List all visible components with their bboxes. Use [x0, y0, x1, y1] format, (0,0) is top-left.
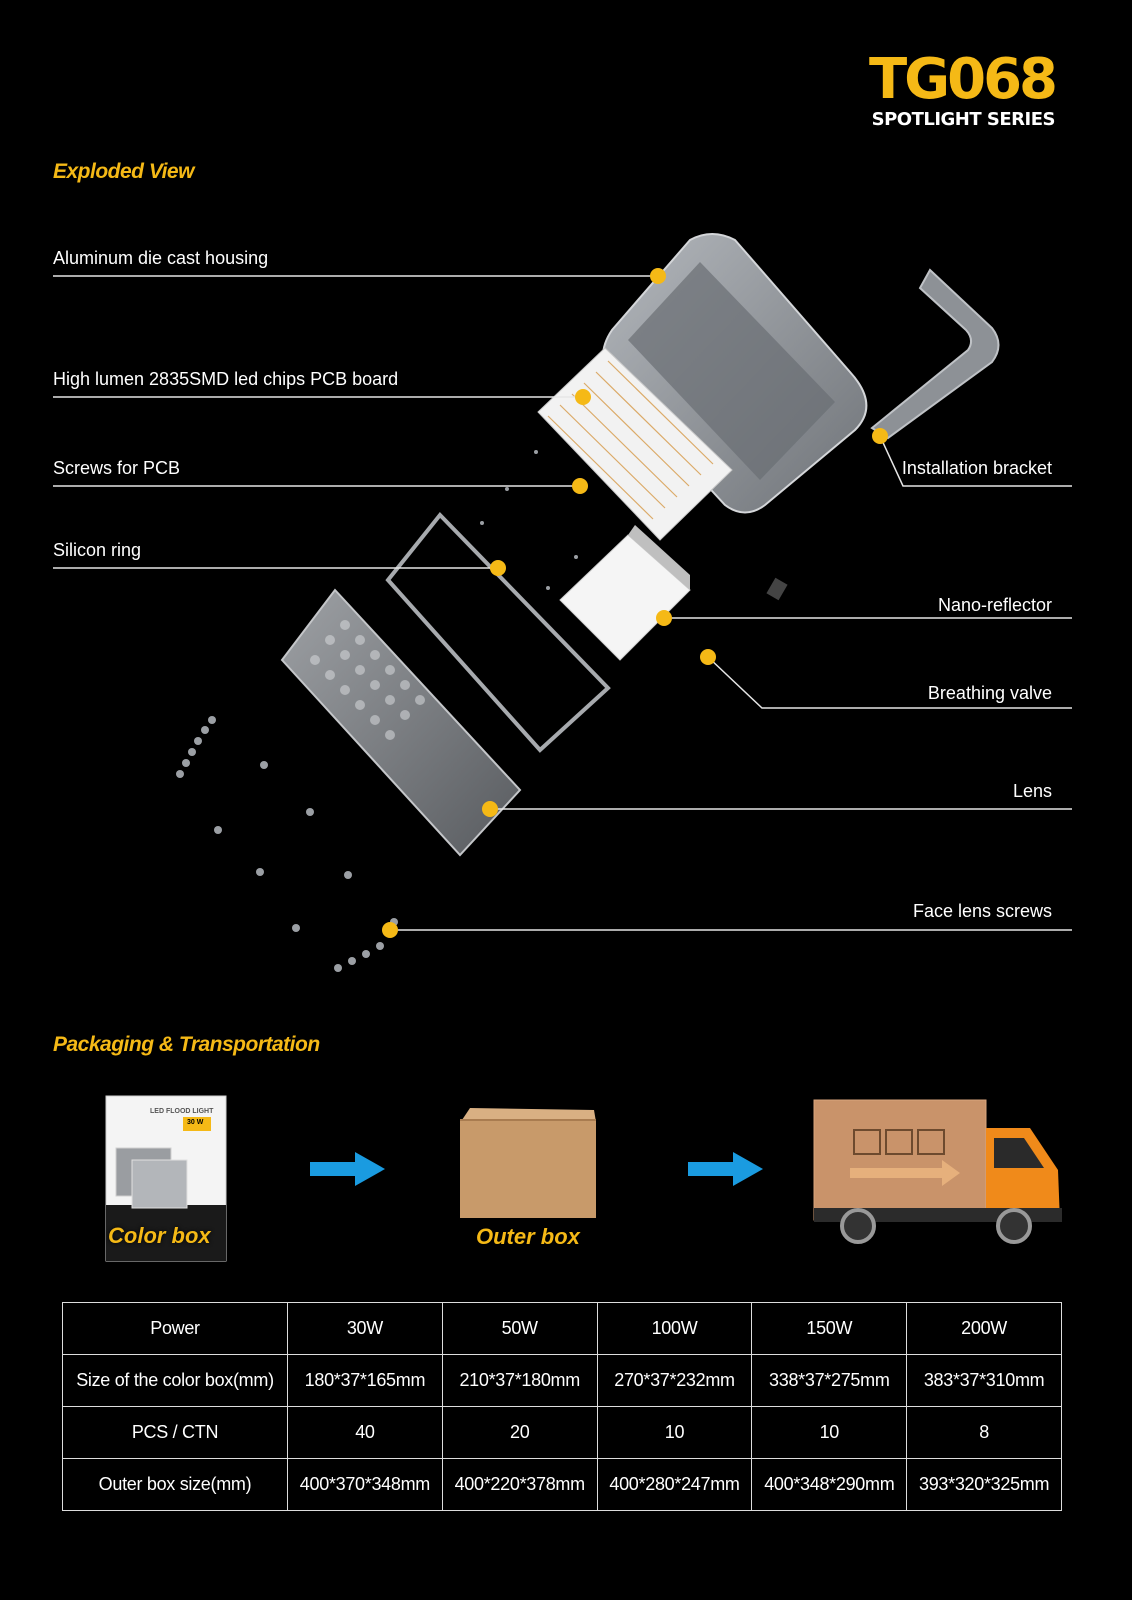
- table-cell: 400*370*348mm: [287, 1458, 443, 1511]
- table-row: PCS / CTN 40 20 10 10 8: [62, 1406, 1062, 1459]
- screws-part: [176, 450, 578, 972]
- truck-image: [813, 1099, 1062, 1244]
- label-face-lens-screws: Face lens screws: [912, 901, 1052, 921]
- table-cell: 400*348*290mm: [751, 1458, 908, 1511]
- table-cell: 30W: [287, 1302, 443, 1355]
- label-breathing-valve: Breathing valve: [927, 683, 1052, 703]
- table-cell: 393*320*325mm: [906, 1458, 1062, 1511]
- series-subtitle: SPOTLIGHT SERIES: [871, 109, 1056, 130]
- color-box-print-product: LED FLOOD LIGHT: [150, 1108, 214, 1115]
- table-cell: 10: [751, 1406, 908, 1459]
- exploded-view-illustration: [53, 233, 1072, 972]
- table-cell: 210*37*180mm: [441, 1354, 598, 1407]
- installation-bracket-part: [870, 268, 1000, 440]
- label-installation-bracket: Installation bracket: [901, 458, 1052, 478]
- table-row: Power 30W 50W 100W 150W 200W: [62, 1302, 1062, 1355]
- color-box-label: Color box: [108, 1223, 211, 1248]
- table-cell: 180*37*165mm: [287, 1354, 443, 1407]
- table-cell: 383*37*310mm: [906, 1354, 1062, 1407]
- model-title: TG068: [868, 47, 1058, 112]
- outer-box-image: [460, 1108, 596, 1218]
- table-cell: 400*280*247mm: [596, 1458, 753, 1511]
- packaging-title: Packaging & Transportation: [53, 1033, 320, 1056]
- silicon-ring-part: [385, 511, 611, 753]
- outer-box-label: Outer box: [476, 1224, 580, 1249]
- exploded-view-title: Exploded View: [53, 160, 194, 183]
- table-cell: 100W: [596, 1302, 753, 1355]
- label-nano-reflector: Nano-reflector: [937, 595, 1052, 615]
- callout-dots: [382, 268, 888, 938]
- nano-reflector-part: [559, 525, 691, 661]
- row-header: Size of the color box(mm): [62, 1354, 288, 1407]
- row-header: Power: [62, 1302, 288, 1355]
- table-cell: 150W: [751, 1302, 908, 1355]
- callout-lines: [53, 275, 1072, 931]
- breathing-valve-part: [766, 577, 788, 601]
- table-cell: 50W: [441, 1302, 598, 1355]
- spec-table: Power 30W 50W 100W 150W 200W Size of the…: [62, 1302, 1062, 1511]
- label-lens: Lens: [1012, 781, 1052, 801]
- lens-part: [280, 588, 522, 857]
- table-cell: 200W: [906, 1302, 1062, 1355]
- table-row: Size of the color box(mm) 180*37*165mm 2…: [62, 1354, 1062, 1407]
- label-pcb-board: High lumen 2835SMD led chips PCB board: [53, 369, 399, 389]
- label-screws-pcb: Screws for PCB: [53, 458, 181, 478]
- color-box-print-watt: 30 W: [187, 1119, 204, 1126]
- table-cell: 10: [596, 1406, 753, 1459]
- table-cell: 270*37*232mm: [596, 1354, 753, 1407]
- row-header: PCS / CTN: [62, 1406, 288, 1459]
- arrow-icon: [310, 1152, 763, 1186]
- table-cell: 338*37*275mm: [751, 1354, 908, 1407]
- label-silicon-ring: Silicon ring: [53, 540, 142, 560]
- row-header: Outer box size(mm): [62, 1458, 288, 1511]
- label-housing: Aluminum die cast housing: [53, 248, 269, 268]
- table-cell: 20: [441, 1406, 598, 1459]
- table-row: Outer box size(mm) 400*370*348mm 400*220…: [62, 1458, 1062, 1511]
- table-cell: 40: [287, 1406, 443, 1459]
- table-cell: 8: [906, 1406, 1062, 1459]
- table-cell: 400*220*378mm: [441, 1458, 598, 1511]
